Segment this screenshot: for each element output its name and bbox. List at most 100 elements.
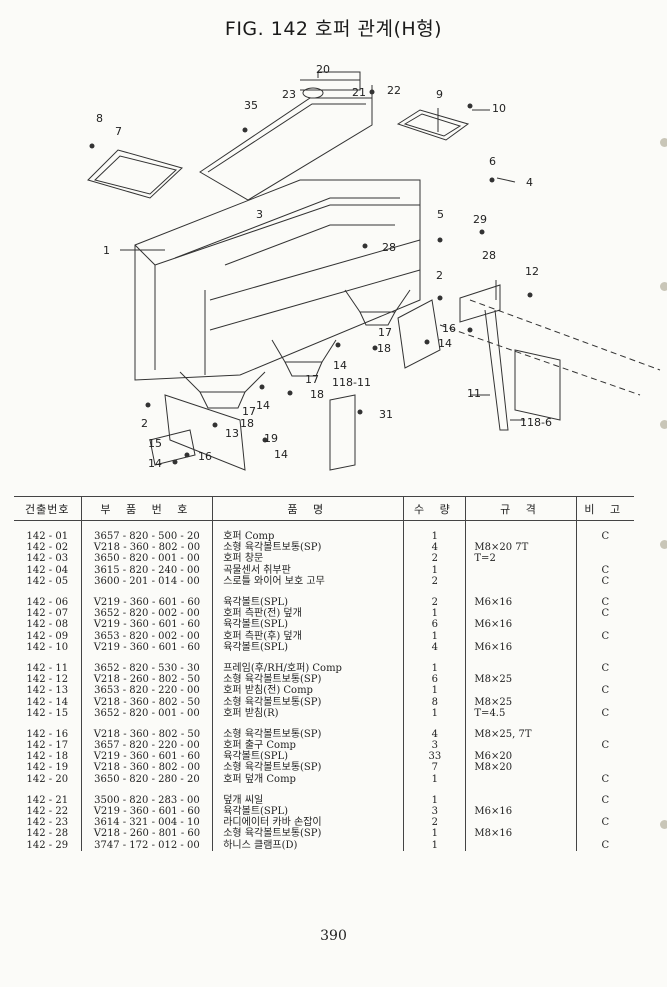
- callout-label: 14: [256, 399, 270, 412]
- part-name-cell: 소형 육각볼트보통(SP): [212, 762, 404, 774]
- remark-cell: C: [575, 839, 634, 851]
- spacer-cell: [14, 785, 81, 795]
- quantity-cell: 1: [403, 794, 466, 806]
- part-name-cell: 육각볼트(SPL): [212, 805, 404, 818]
- part-number-cell: V219 - 360 - 601 - 60: [80, 641, 213, 653]
- callout-label: 29: [473, 213, 487, 226]
- part-name-cell: 소형 육각볼트보통(SP): [212, 542, 404, 554]
- binder-ring: [660, 820, 667, 829]
- remark-cell: C: [575, 575, 634, 587]
- callout-label: 15: [148, 437, 162, 450]
- part-number-cell: V219 - 360 - 601 - 60: [80, 596, 213, 609]
- figure-title: FIG. 142 호퍼 관계(H형): [224, 18, 443, 40]
- callout-label: 22: [387, 84, 401, 97]
- specification-cell: M6×16: [465, 641, 577, 653]
- item-number-cell: 142 - 14: [26, 696, 69, 708]
- callout-label: 17: [242, 405, 256, 418]
- remark-cell: [575, 828, 634, 840]
- callout-label: 118-11: [332, 376, 371, 389]
- part-name-cell: 육각볼트(SPL): [212, 596, 404, 609]
- group-spacer: [14, 784, 634, 795]
- group-spacer: [14, 586, 634, 597]
- spacer-cell: [465, 652, 577, 663]
- part-name-cell: 육각볼트(SPL): [212, 619, 404, 631]
- specification-cell: [465, 740, 577, 752]
- remark-cell: [575, 751, 634, 763]
- specification-cell: M8×16: [465, 828, 577, 840]
- specification-cell: M6×16: [465, 596, 577, 609]
- remark-cell: C: [575, 707, 634, 719]
- spacer-cell: [80, 784, 213, 795]
- part-number-cell: 3650 - 820 - 001 - 00: [80, 553, 213, 565]
- part-name-cell: 소형 육각볼트보통(SP): [212, 828, 404, 840]
- header-item-no: 건출번호: [14, 496, 82, 521]
- part-number-cell: 3653 - 820 - 002 - 00: [80, 630, 213, 642]
- item-number-cell: 142 - 11: [26, 662, 69, 674]
- item-number-cell: 142 - 03: [26, 553, 69, 565]
- callout-label: 16: [442, 322, 456, 335]
- quantity-cell: 2: [403, 575, 466, 587]
- part-number-cell: 3653 - 820 - 220 - 00: [80, 685, 213, 697]
- item-number-cell: 142 - 20: [26, 773, 69, 785]
- quantity-cell: 1: [403, 630, 466, 642]
- callout-label: 19: [264, 432, 278, 445]
- callout-label: 13: [225, 427, 239, 440]
- specification-cell: M6×20: [465, 751, 577, 763]
- item-number-cell: 142 - 10: [26, 641, 69, 653]
- remark-cell: C: [575, 794, 634, 806]
- group-spacer: [14, 520, 634, 532]
- part-number-cell: 3652 - 820 - 001 - 00: [80, 707, 213, 719]
- specification-cell: M6×16: [465, 805, 577, 818]
- quantity-cell: 4: [403, 542, 466, 554]
- part-name-cell: 스로틀 와이어 보호 고무: [212, 575, 404, 587]
- group-spacer: [14, 718, 634, 729]
- quantity-cell: 2: [403, 817, 466, 829]
- remark-cell: [575, 728, 634, 740]
- remark-cell: C: [575, 685, 634, 697]
- quantity-cell: 4: [403, 641, 466, 653]
- part-number-cell: 3657 - 820 - 220 - 00: [80, 740, 213, 752]
- part-number-cell: V218 - 360 - 802 - 50: [80, 728, 213, 740]
- remark-cell: C: [575, 773, 634, 785]
- left-window: [87, 149, 183, 199]
- quantity-cell: 1: [403, 685, 466, 697]
- part-name-cell: 호퍼 받침(전) Comp: [212, 685, 404, 697]
- quantity-cell: 3: [403, 740, 466, 752]
- spacer-cell: [465, 784, 577, 795]
- group-spacer: [14, 652, 634, 663]
- part-number-cell: 3600 - 201 - 014 - 00: [80, 575, 213, 587]
- callout-label: 10: [492, 102, 506, 115]
- item-number-cell: 142 - 23: [26, 817, 69, 829]
- remark-cell: [575, 696, 634, 708]
- part-number-cell: V218 - 360 - 802 - 00: [80, 542, 213, 554]
- item-number-cell: 142 - 21: [26, 794, 69, 806]
- item-number-cell: 142 - 18: [26, 751, 69, 763]
- spacer-cell: [80, 520, 213, 531]
- item-number-cell: 142 - 06: [26, 597, 69, 609]
- remark-cell: [575, 674, 634, 686]
- part-number-cell: V218 - 360 - 802 - 00: [80, 762, 213, 774]
- quantity-cell: 1: [403, 773, 466, 785]
- part-name-cell: 호퍼 출구 Comp: [212, 740, 404, 752]
- callout-label: 35: [244, 99, 258, 112]
- spacer-cell: [14, 521, 81, 532]
- callout-label: 14: [438, 337, 452, 350]
- hopper-lid: [199, 97, 373, 201]
- specification-cell: [465, 630, 577, 642]
- spacer-cell: [575, 784, 634, 795]
- header-remarks: 비 고: [575, 496, 634, 521]
- callout-label: 28: [382, 241, 396, 254]
- specification-cell: [465, 564, 577, 576]
- callout-label: 18: [240, 417, 254, 430]
- remark-cell: C: [575, 630, 634, 642]
- quantity-cell: 2: [403, 596, 466, 609]
- part-name-cell: 호퍼 Comp: [212, 531, 404, 543]
- quantity-cell: 1: [403, 662, 466, 675]
